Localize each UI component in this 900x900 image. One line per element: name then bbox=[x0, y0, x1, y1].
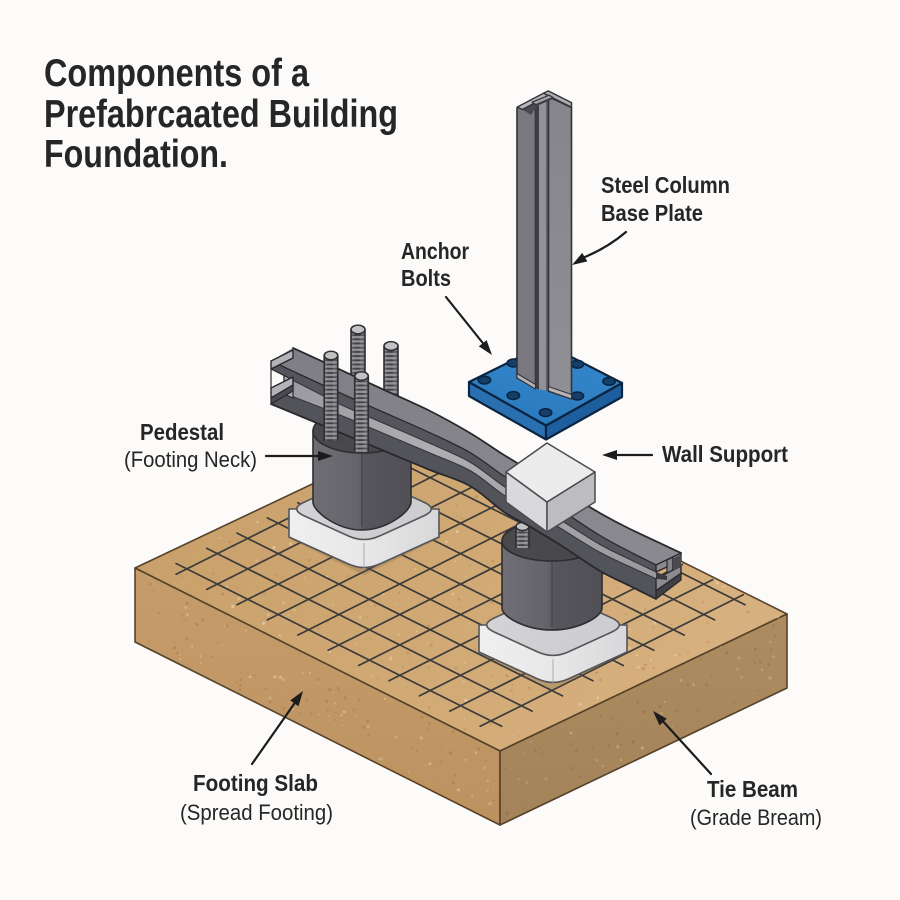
svg-text:Foundation.: Foundation. bbox=[44, 133, 228, 176]
svg-text:Steel Column: Steel Column bbox=[601, 172, 730, 198]
svg-text:Components of a: Components of a bbox=[44, 52, 309, 95]
svg-text:Wall Support: Wall Support bbox=[662, 441, 788, 467]
svg-text:Anchor: Anchor bbox=[401, 238, 469, 264]
svg-text:Pedestal: Pedestal bbox=[140, 419, 224, 445]
svg-text:(Footing Neck): (Footing Neck) bbox=[124, 447, 257, 472]
svg-text:Tie Beam: Tie Beam bbox=[707, 776, 798, 802]
svg-text:Footing Slab: Footing Slab bbox=[193, 770, 318, 796]
svg-text:Base Plate: Base Plate bbox=[601, 200, 703, 226]
svg-text:Prefabrcaated Building: Prefabrcaated Building bbox=[44, 93, 398, 136]
svg-text:(Spread Footing): (Spread Footing) bbox=[180, 800, 333, 825]
svg-text:Bolts: Bolts bbox=[401, 265, 451, 291]
svg-text:(Grade Bream): (Grade Bream) bbox=[690, 805, 822, 830]
